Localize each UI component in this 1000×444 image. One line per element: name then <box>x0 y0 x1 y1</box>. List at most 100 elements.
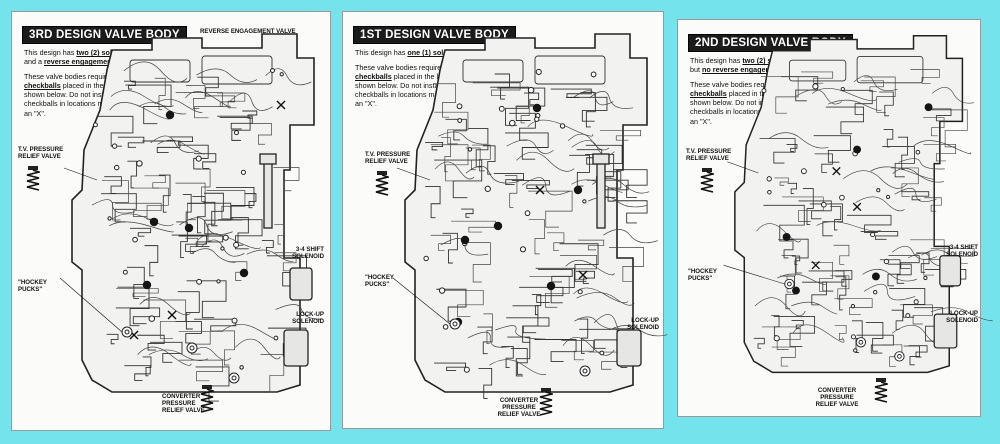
bolt-hole <box>132 236 138 243</box>
passage-trace <box>781 76 819 102</box>
passage-trace <box>150 341 183 363</box>
checkball-icon <box>532 103 542 113</box>
bolt-hole <box>231 317 238 324</box>
passage-curve <box>843 170 908 189</box>
checkball-icon <box>573 185 583 195</box>
bolt-hole <box>524 210 531 217</box>
passage-trace <box>477 326 493 355</box>
passage-trace <box>879 91 894 117</box>
hockey-puck-center-icon <box>582 368 588 374</box>
passage-curve <box>197 233 261 249</box>
spring-coil-icon <box>26 169 40 191</box>
passage-curve <box>777 273 827 285</box>
bolt-hole <box>279 72 284 77</box>
passage-trace <box>461 208 474 218</box>
passage-trace <box>830 206 842 231</box>
passage-trace <box>242 110 258 119</box>
passage-curve <box>811 88 877 102</box>
passage-curve <box>855 196 905 212</box>
passage-trace <box>801 71 834 84</box>
bolt-hole <box>148 315 156 322</box>
panel-description: This design has two (2) solenoids, and a… <box>24 48 137 118</box>
bolt-hole <box>240 169 247 175</box>
passage-trace <box>176 221 188 259</box>
panel-title: 3RD DESIGN VALVE BODY <box>22 26 187 44</box>
bolt-hole <box>107 216 112 221</box>
bolt-hole <box>273 335 279 341</box>
passage-trace <box>175 92 223 119</box>
passage-curve <box>275 304 323 320</box>
tv-leader-line <box>396 167 431 181</box>
passage-trace <box>434 362 467 371</box>
shift-solenoid-label: 3-4 SHIFT SOLENOID <box>946 244 978 258</box>
passage-trace <box>575 270 595 284</box>
bolt-hole <box>599 350 605 356</box>
passage-trace <box>599 171 622 202</box>
passage-trace <box>178 235 224 248</box>
bolt-hole <box>535 68 542 75</box>
passage-trace <box>490 86 530 126</box>
passage-trace <box>753 337 765 349</box>
hockey-puck-center-icon <box>231 375 237 381</box>
passage-curve <box>438 131 487 145</box>
hockey-puck-center-icon <box>124 329 130 335</box>
bolt-hole <box>820 201 827 208</box>
passage-curve <box>862 268 918 282</box>
upper-bore <box>462 59 524 83</box>
passage-trace <box>835 270 853 287</box>
passage-trace <box>124 80 136 90</box>
passage-curve <box>234 338 281 360</box>
passage-trace <box>916 252 930 273</box>
bolt-hole <box>220 246 225 251</box>
passage-trace <box>501 346 514 369</box>
reverse-engagement-valve-label: REVERSE ENGAGEMENT VALVE <box>200 28 296 35</box>
spring-coil-icon <box>700 171 714 193</box>
bolt-hole <box>873 290 878 295</box>
passage-curve <box>756 223 801 243</box>
passage-trace <box>497 87 546 121</box>
converter-spring-icon <box>200 385 214 417</box>
converter-spring-icon <box>874 378 888 408</box>
passage-trace <box>193 153 217 169</box>
passage-trace <box>451 220 496 233</box>
passage-trace <box>834 325 847 340</box>
passage-curve <box>109 221 174 233</box>
passage-trace <box>825 106 864 135</box>
bolt-hole <box>136 160 143 167</box>
converter-pressure-relief-valve-label: CONVERTER PRESSURE RELIEF VALVE <box>497 397 541 418</box>
bolt-hole <box>839 194 845 201</box>
hockey-pucks-label: "HOCKEY PUCKS" <box>365 274 394 288</box>
passage-trace <box>515 106 530 124</box>
passage-trace <box>528 219 545 255</box>
passage-trace <box>144 245 159 277</box>
bolt-hole <box>463 366 470 373</box>
passage-trace <box>158 174 171 213</box>
passage-trace <box>177 291 200 330</box>
passage-curve <box>603 229 658 244</box>
passage-trace <box>187 202 232 235</box>
bolt-hole <box>840 86 845 92</box>
lockup-solenoid-label: LOCK-UP SOLENOID <box>946 310 978 324</box>
bolt-hole <box>509 119 516 127</box>
reverse-engagement-spool-cap-icon <box>259 153 277 165</box>
passage-trace <box>185 237 199 254</box>
passage-curve <box>138 101 187 115</box>
passage-curve <box>112 213 174 227</box>
passage-trace <box>773 316 816 347</box>
upper-bore <box>534 55 606 85</box>
bolt-hole <box>113 164 120 171</box>
checkball-icon <box>184 223 194 233</box>
passage-trace <box>771 315 780 337</box>
passage-curve <box>154 98 203 114</box>
bolt-hole <box>519 246 527 253</box>
passage-curve <box>521 177 570 196</box>
lockup-solenoid-label: LOCK-UP SOLENOID <box>627 317 659 331</box>
shift-solenoid-icon <box>939 255 962 287</box>
tv-pressure-relief-valve-label: T.V. PRESSURE RELIEF VALVE <box>686 148 732 162</box>
bolt-hole <box>883 258 890 265</box>
passage-trace <box>472 144 491 172</box>
passage-trace <box>546 232 565 252</box>
passage-curve <box>827 99 882 111</box>
passage-trace <box>179 359 223 382</box>
passage-trace <box>217 115 253 130</box>
